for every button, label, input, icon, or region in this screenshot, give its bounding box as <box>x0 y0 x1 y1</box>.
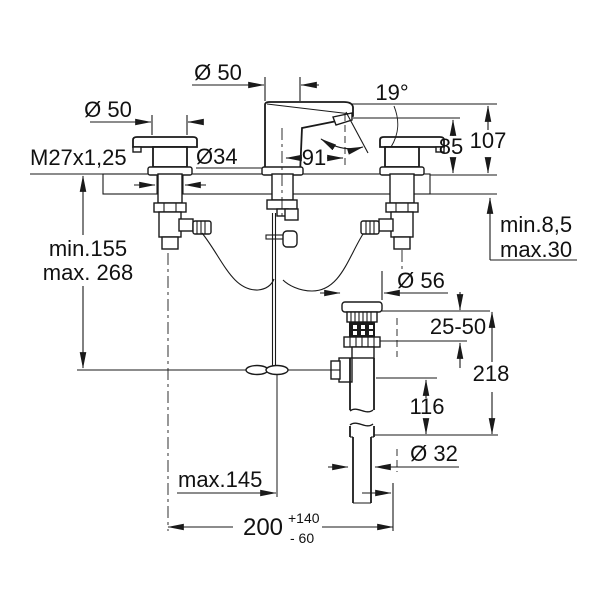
label-height-218: 218 <box>473 361 510 386</box>
right-threaded-shank <box>389 173 415 204</box>
label-max30: max.30 <box>500 237 572 262</box>
label-dia50-spout: Ø 50 <box>194 60 242 85</box>
dim-dia50-left-handle <box>90 115 204 135</box>
spout-threaded-shank <box>271 173 294 201</box>
label-min85: min.8,5 <box>500 212 572 237</box>
flex-hoses <box>201 232 364 292</box>
label-dia56: Ø 56 <box>397 268 445 293</box>
right-lever-tab <box>435 146 445 153</box>
label-reach-91: 91 <box>302 145 326 170</box>
dim-spacing-200 <box>167 483 394 531</box>
link-loop-1 <box>245 364 269 376</box>
dim-height-85 <box>353 117 460 174</box>
label-min155: min.155 <box>49 236 127 261</box>
label-height-107: 107 <box>470 128 507 153</box>
right-hose-outlet <box>378 218 394 232</box>
label-thread-m27: M27x1,25 <box>30 145 127 170</box>
dim-dia34-hole <box>134 167 262 189</box>
label-dia50-left: Ø 50 <box>84 97 132 122</box>
label-dia32: Ø 32 <box>410 441 458 466</box>
countertop-section <box>30 173 497 195</box>
right-valve-handle <box>360 136 445 272</box>
label-tolerance-plus: +140 <box>288 510 320 526</box>
pop-up-waste-assembly <box>330 301 383 504</box>
dim-height-107 <box>351 103 497 174</box>
label-clamp-25-50: 25-50 <box>430 314 486 339</box>
dim-dia32-tailpipe <box>328 449 459 472</box>
dim-height-218 <box>374 311 498 436</box>
dim-dia56-waste-flange <box>320 271 448 300</box>
left-threaded-shank <box>157 173 183 204</box>
label-spacing-200: 200 <box>243 514 283 541</box>
pipe-break-lower <box>349 422 374 427</box>
pipe-break-upper <box>349 408 374 413</box>
pull-rod-linkage <box>77 213 340 497</box>
label-tolerance-minus: - 60 <box>290 530 314 546</box>
rod-clamp-knob <box>282 230 298 248</box>
label-max145: max.145 <box>178 467 262 492</box>
label-height-85: 85 <box>439 134 463 159</box>
dim-clamp-25-50 <box>380 292 490 368</box>
spout-rod-guide <box>284 208 299 221</box>
label-max268: max. 268 <box>43 260 134 285</box>
left-lever-tab <box>132 146 142 153</box>
label-angle-19: 19° <box>375 80 408 105</box>
aerator <box>332 112 353 126</box>
link-loop-2 <box>265 364 289 376</box>
waste-flange <box>341 301 383 313</box>
dim-deck-min85-max30 <box>486 197 577 261</box>
left-valve-handle <box>132 136 212 531</box>
dim-height-116 <box>376 377 437 435</box>
dim-dia50-spout <box>192 77 319 101</box>
label-height-116: 116 <box>409 394 444 419</box>
label-dia34: Ø34 <box>196 144 238 169</box>
spray-angle-indicator <box>320 105 399 168</box>
left-hose-outlet <box>178 218 194 232</box>
